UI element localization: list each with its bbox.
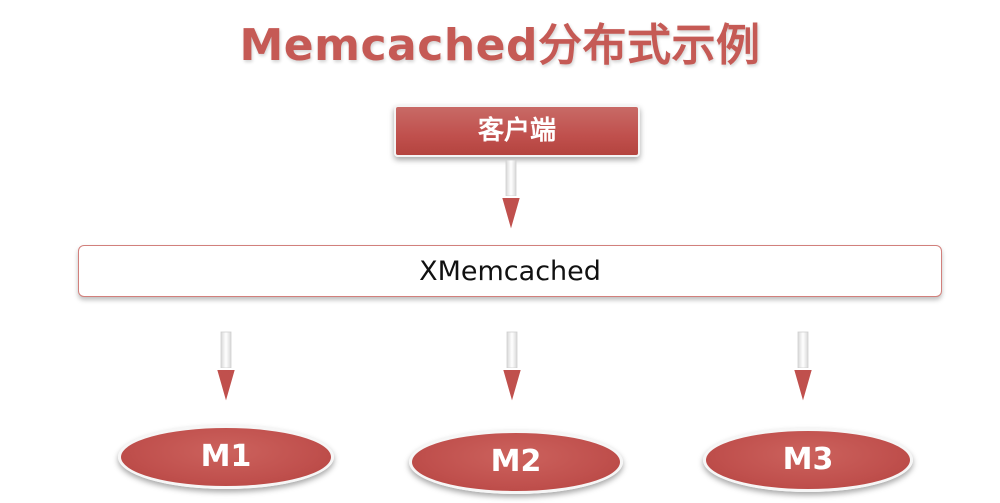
server-node-m3: M3 [703,428,913,492]
xmemcached-label: XMemcached [419,256,601,287]
server-label-m1: M1 [200,439,252,474]
arrow-xmemcached-to-m2 [500,331,524,408]
server-node-m1: M1 [118,425,334,489]
server-label-m2: M2 [490,444,542,479]
server-label-m3: M3 [782,442,834,477]
diagram-title: Memcached分布式示例 [239,20,761,71]
server-node-m2: M2 [409,430,623,494]
xmemcached-node: XMemcached [78,245,942,297]
arrow-client-to-xmemcached [499,159,523,236]
arrow-xmemcached-to-m1 [214,331,238,408]
arrow-xmemcached-to-m3 [791,331,815,408]
client-node: 客户端 [394,105,640,157]
client-label: 客户端 [477,116,556,146]
